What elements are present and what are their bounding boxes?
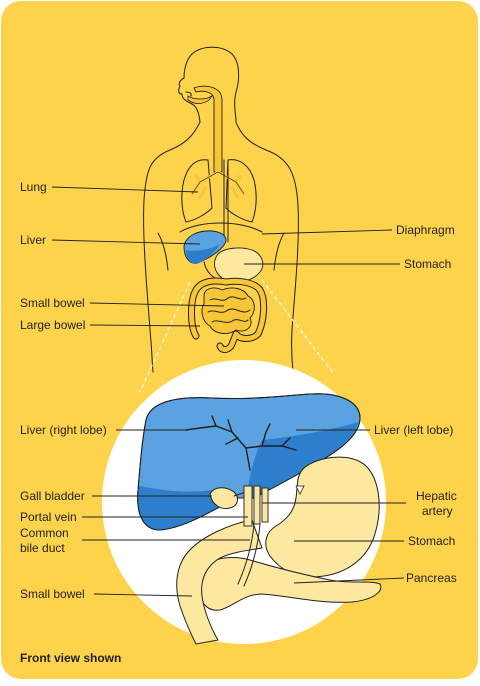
- stomach-top-notch: [295, 485, 305, 495]
- label-hepatic-artery-1: Hepatic: [416, 489, 457, 503]
- label-small-bowel-bottom: Small bowel: [20, 587, 85, 601]
- label-stomach-bottom: Stomach: [408, 534, 455, 548]
- label-lung: Lung: [20, 180, 47, 194]
- body-outline: [143, 121, 299, 373]
- inset-connector-left: [139, 281, 191, 393]
- face-detail: [185, 91, 192, 97]
- head-outline: [178, 46, 240, 123]
- trachea: [193, 85, 223, 173]
- label-hepatic-artery-2: artery: [422, 504, 453, 518]
- caption: Front view shown: [20, 651, 121, 665]
- leader-diaphragm: [261, 229, 393, 235]
- label-common-bile-duct-1: Common: [20, 526, 69, 540]
- liver-left-lower-band: [246, 422, 358, 498]
- large-bowel-fill: [189, 278, 267, 353]
- small-bowel-folds: [207, 296, 251, 323]
- bile-duct-vertical: [261, 487, 269, 523]
- gall-bladder: [209, 487, 238, 509]
- leader-large-bowel: [89, 324, 201, 327]
- label-common-bile-duct-2: bile duct: [20, 541, 65, 555]
- body-figure: [143, 46, 299, 373]
- leader-pancreas: [293, 577, 405, 584]
- label-pancreas: Pancreas: [406, 571, 457, 585]
- portal-vein: [243, 485, 253, 527]
- oral-cavity: [187, 94, 214, 104]
- leader-lung: [51, 186, 199, 193]
- labels: Lung Liver Diaphragm Stomach Small bowel…: [20, 180, 457, 665]
- duodenum: [176, 519, 263, 645]
- label-gall-bladder: Gall bladder: [20, 489, 85, 503]
- label-stomach-top: Stomach: [404, 257, 451, 271]
- label-portal-vein: Portal vein: [20, 510, 77, 524]
- label-large-bowel: Large bowel: [20, 318, 85, 332]
- lung-right-outline: [225, 159, 257, 223]
- common-bile-duct: [237, 523, 261, 587]
- leader-liver: [51, 239, 201, 245]
- leader-small-bowel-top: [89, 302, 225, 307]
- label-liver-left-lobe: Liver (left lobe): [374, 423, 453, 437]
- label-liver: Liver: [20, 233, 46, 247]
- hepatic-artery: [253, 485, 261, 525]
- liver-small-lower: [186, 244, 220, 264]
- leader-lines: [51, 186, 406, 597]
- label-liver-right-lobe: Liver (right lobe): [20, 423, 107, 437]
- lung-left-outline: [181, 159, 213, 223]
- label-diaphragm: Diaphragm: [396, 223, 455, 237]
- oesophagus: [223, 159, 229, 243]
- label-small-bowel-top: Small bowel: [20, 296, 85, 310]
- inset-connector-right: [261, 279, 335, 375]
- leader-small-bowel-bottom: [93, 593, 193, 597]
- hepatic-vessel-tree: [185, 415, 297, 471]
- stomach-small: [214, 247, 264, 282]
- diaphragm: [179, 222, 263, 233]
